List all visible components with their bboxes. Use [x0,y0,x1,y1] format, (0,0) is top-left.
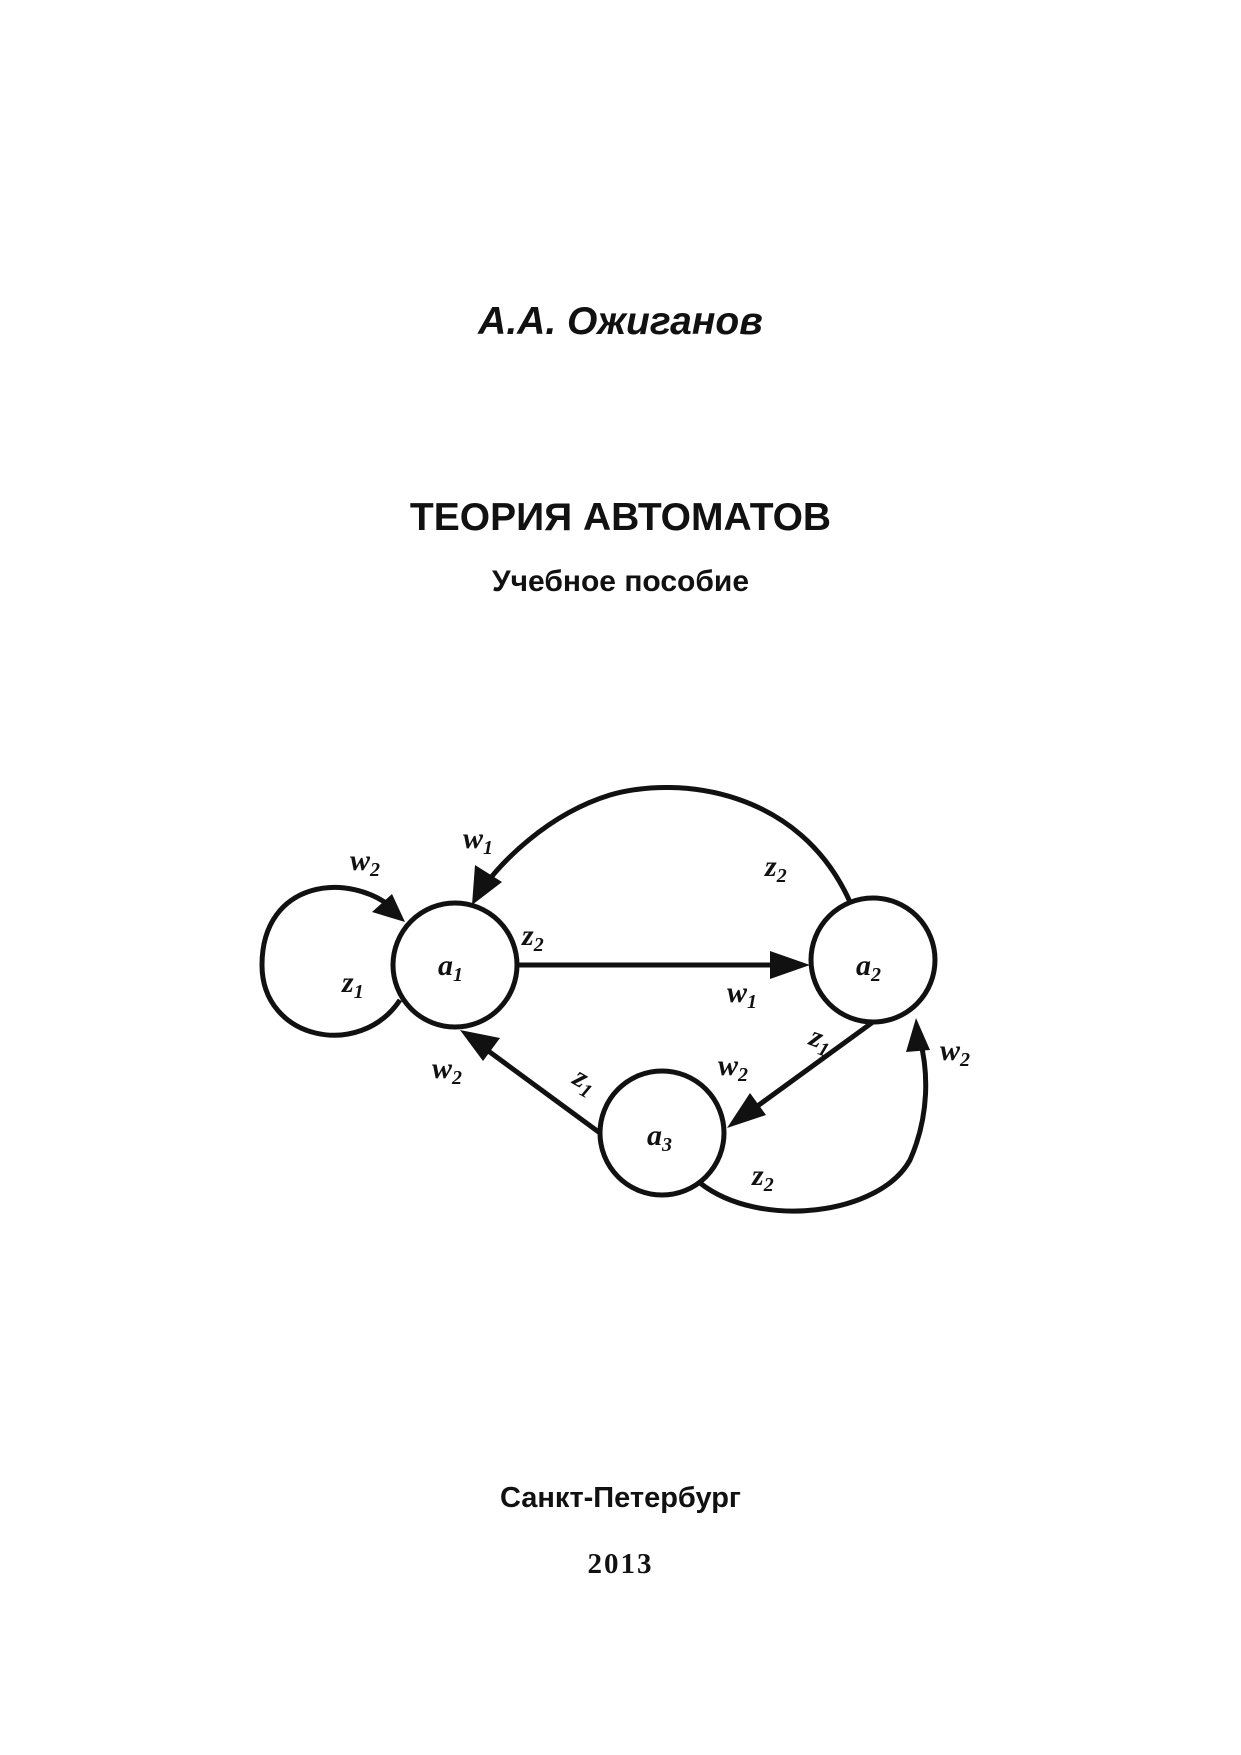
edge-a3-a2 [698,1039,929,1214]
book-title: ТЕОРИЯ АВТОМАТОВ [409,496,832,539]
label-loop-a1-out: w2 [350,844,380,881]
label-a1-a2-in: z2 [521,919,544,956]
label-loop-a1-in: z1 [341,966,364,1003]
state-a3-circle [597,1068,727,1198]
book-subtitle: Учебное пособие [491,565,750,598]
label-a3-a2-out: w2 [940,1034,970,1071]
state-a2-circle [808,895,938,1025]
arrowhead-a1-a2 [770,951,810,979]
label-a2-a3-out: w2 [718,1049,748,1086]
publication-city: Санкт-Петербург [499,1482,742,1514]
publication-year: 2013 [587,1548,654,1580]
arrowhead-a2-a3 [727,1093,766,1128]
edge-a3-a1 [485,1047,602,1136]
edge-a2-a3 [750,1019,875,1113]
state-a3-label: a3 [647,1119,672,1156]
state-a2-label: a2 [856,949,881,986]
label-a2-a3-in: z1 [803,1019,837,1062]
arrowhead-a2-a1 [472,865,502,905]
edge-loop-a1 [259,884,403,1038]
label-a2-a1-out: w1 [463,822,493,859]
label-a1-a2-out: w1 [727,976,757,1013]
arrowhead-loop-a1 [372,894,405,922]
state-a1-label: a1 [438,949,463,986]
arrowhead-a3-a1 [460,1030,500,1061]
label-a2-a1-in: z2 [764,850,787,887]
edge-a2-a1 [483,785,853,904]
label-a3-a2-in: z2 [751,1159,774,1196]
label-a3-a1-in: z1 [565,1060,603,1103]
arrowhead-a3-a2 [906,1018,930,1052]
author-name: А.А. Ожиганов [478,300,763,343]
label-a3-a1-out: w2 [432,1052,462,1089]
